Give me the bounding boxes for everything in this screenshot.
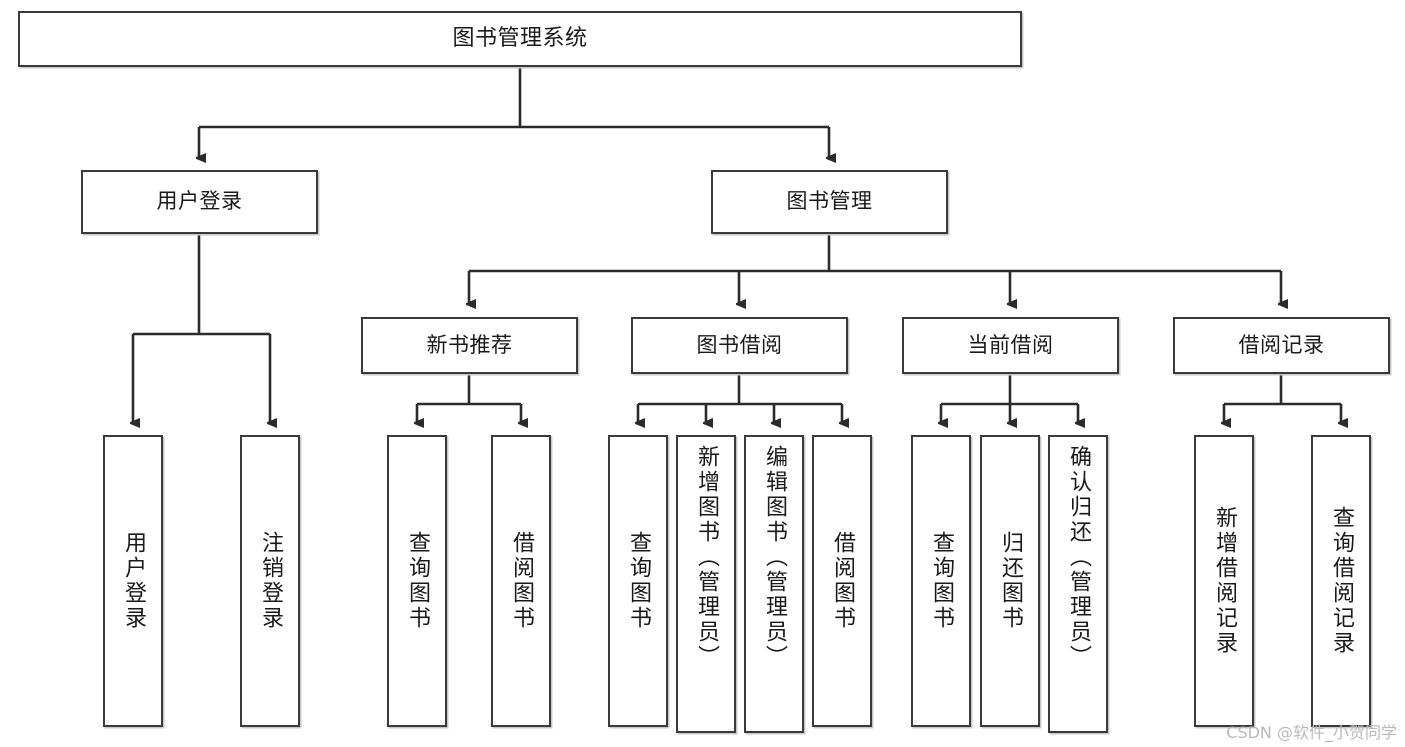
leaf-user-login[interactable]: 用户登录 — [103, 435, 163, 727]
node-label: 新增图书（管理员） — [694, 445, 719, 670]
node-label: 图书管理系统 — [452, 25, 588, 51]
node-label: 借阅记录 — [1238, 332, 1325, 357]
watermark: CSDN @软件_小贺同学 — [1226, 723, 1397, 742]
leaf-newbook-borrow-book[interactable]: 借阅图书 — [491, 435, 551, 727]
node-book-borrow[interactable]: 图书借阅 — [631, 317, 848, 374]
node-label: 查询图书 — [626, 531, 651, 631]
node-new-book-recommend[interactable]: 新书推荐 — [361, 317, 578, 374]
node-user-login[interactable]: 用户登录 — [81, 170, 318, 234]
leaf-current-confirm-return-admin[interactable]: 确认归还（管理员） — [1048, 435, 1108, 733]
node-root-system[interactable]: 图书管理系统 — [18, 11, 1022, 67]
node-current-borrow[interactable]: 当前借阅 — [902, 317, 1119, 374]
node-label: 编辑图书（管理员） — [762, 445, 787, 670]
node-label: 新增借阅记录 — [1212, 506, 1237, 656]
node-label: 用户登录 — [156, 189, 243, 214]
leaf-user-logout[interactable]: 注销登录 — [240, 435, 300, 727]
node-label: 图书管理 — [786, 189, 873, 214]
leaf-record-query-record[interactable]: 查询借阅记录 — [1311, 435, 1371, 727]
node-borrow-record[interactable]: 借阅记录 — [1173, 317, 1390, 374]
leaf-borrow-borrow-book[interactable]: 借阅图书 — [812, 435, 872, 727]
node-label: 借阅图书 — [509, 531, 534, 631]
node-label: 查询图书 — [929, 531, 954, 631]
leaf-current-query-book[interactable]: 查询图书 — [911, 435, 971, 727]
leaf-record-add-record[interactable]: 新增借阅记录 — [1194, 435, 1254, 727]
node-label: 查询图书 — [405, 531, 430, 631]
node-label: 当前借阅 — [967, 332, 1054, 357]
leaf-newbook-query-book[interactable]: 查询图书 — [387, 435, 447, 727]
node-label: 用户登录 — [121, 531, 146, 631]
node-label: 图书借阅 — [696, 332, 783, 357]
node-label: 查询借阅记录 — [1329, 506, 1354, 656]
node-label: 新书推荐 — [426, 332, 513, 357]
leaf-borrow-add-book-admin[interactable]: 新增图书（管理员） — [676, 435, 736, 733]
node-label: 归还图书 — [998, 531, 1023, 631]
leaf-current-return-book[interactable]: 归还图书 — [980, 435, 1040, 727]
leaf-borrow-query-book[interactable]: 查询图书 — [608, 435, 668, 727]
node-label: 确认归还（管理员） — [1066, 445, 1091, 670]
node-label: 借阅图书 — [830, 531, 855, 631]
node-book-management[interactable]: 图书管理 — [711, 170, 948, 234]
node-label: 注销登录 — [258, 531, 283, 631]
leaf-borrow-edit-book-admin[interactable]: 编辑图书（管理员） — [744, 435, 804, 733]
